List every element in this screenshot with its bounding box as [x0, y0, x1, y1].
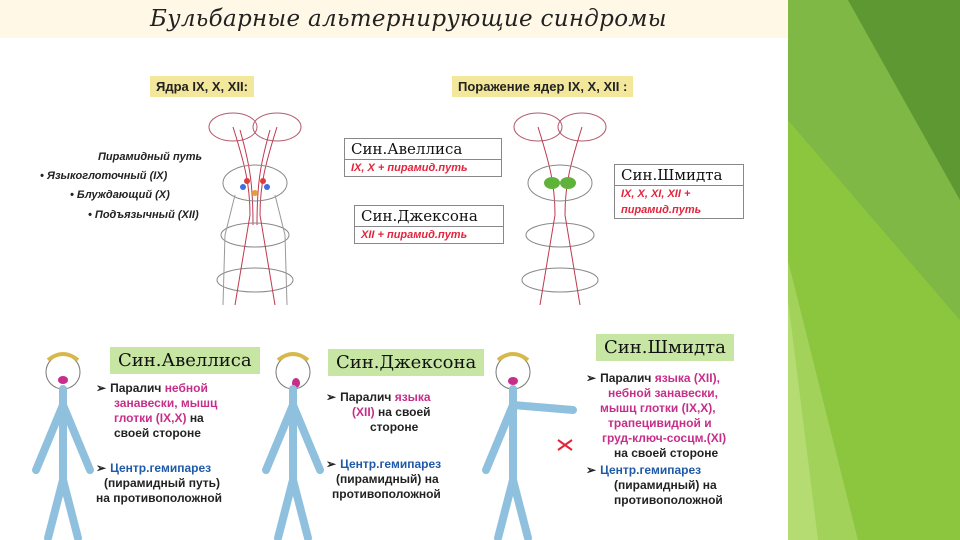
avellis-p2: Центр.гемипарез [110, 461, 211, 475]
card-jackson-name: Син.Джексона [355, 206, 503, 227]
jackson-p2: Центр.гемипарез [340, 457, 441, 471]
page-title: Бульбарные альтернирующие синдромы [150, 6, 667, 32]
jackson-p1c: (XII) [352, 405, 375, 419]
card-jackson: Син.Джексона XII + пирамид.путь [354, 205, 504, 244]
avellis-p1d: глотки (IX,X) [114, 411, 186, 425]
schmidt-text: ➢Паралич языка (XII), небной занавески, … [586, 371, 766, 508]
label-vagus-text: Блуждающий (X) [77, 189, 170, 201]
jackson-p1b: языка [395, 390, 431, 404]
card-avellis-name: Син.Авеллиса [345, 139, 501, 160]
label-pyramid: Пирамидный путь [98, 151, 202, 163]
schmidt-p1e: трапецивидной и [608, 416, 712, 430]
card-schmidt-sub2: пирамид.путь [615, 202, 743, 218]
schmidt-p2: Центр.гемипарез [600, 463, 701, 477]
jackson-p1: Паралич [340, 390, 391, 404]
schmidt-p1c: небной занавески, [608, 386, 718, 400]
label-hypo: • Подъязычный (XII) [88, 209, 199, 221]
avellis-p1c: занавески, мышц [114, 396, 217, 410]
figure-schmidt [478, 350, 588, 540]
avellis-p1: Паралич [110, 381, 161, 395]
jackson-p1d: на своей [378, 405, 431, 419]
avellis-p2b: (пирамидный путь) [104, 476, 220, 490]
card-schmidt: Син.Шмидта IX, X, XI, XII + пирамид.путь [614, 164, 744, 219]
label-vagus: • Блуждающий (X) [70, 189, 170, 201]
jackson-p2c: противоположной [332, 487, 441, 501]
schmidt-p1b: языка (XII), [655, 371, 720, 385]
slide: Бульбарные альтернирующие синдромы Ядра … [0, 0, 788, 540]
figure-avellis [28, 350, 98, 540]
schmidt-p1: Паралич [600, 371, 651, 385]
card-schmidt-name: Син.Шмидта [615, 165, 743, 186]
card-avellis-sub: IX, X + пирамид.путь [345, 160, 501, 176]
label-hypo-text: Подъязычный (XII) [95, 209, 199, 221]
avellis-p1f: своей стороне [114, 426, 201, 440]
label-glosso-text: Языкоглоточный (IX) [47, 170, 167, 182]
brainstem-diagram-left [195, 105, 315, 315]
avellis-p2c: на противоположной [96, 491, 222, 505]
lesion-header: Поражение ядер IX, X, XII : [452, 76, 633, 97]
schmidt-p1f: груд-ключ-сосцм.(XI) [602, 431, 726, 445]
avellis-p1e: на [190, 411, 204, 425]
avellis-text: ➢Паралич небной занавески, мышц глотки (… [96, 381, 256, 506]
decorative-green-strip [788, 0, 960, 540]
brainstem-diagram-right [500, 105, 620, 315]
jackson-p2b: (пирамидный) на [336, 472, 439, 486]
label-glosso: • Языкоглоточный (IX) [40, 170, 167, 182]
bottom-jackson-title: Син.Джексона [328, 349, 484, 376]
schmidt-p2b: (пирамидный) на [614, 478, 717, 492]
schmidt-p1g: на своей стороне [614, 446, 718, 460]
jackson-text: ➢Паралич языка (XII) на своей стороне ➢Ц… [326, 390, 476, 502]
bottom-schmidt-title: Син.Шмидта [596, 334, 734, 361]
card-jackson-sub: XII + пирамид.путь [355, 227, 503, 243]
figure-jackson [258, 350, 328, 540]
schmidt-p2c: противоположной [614, 493, 723, 507]
bottom-avellis-title: Син.Авеллиса [110, 347, 260, 374]
nuclei-header: Ядра IX, X, XII: [150, 76, 254, 97]
avellis-p1b: небной [165, 381, 208, 395]
card-schmidt-sub1: IX, X, XI, XII + [615, 186, 743, 202]
jackson-p1e: стороне [370, 420, 418, 434]
decorative-shapes [788, 0, 960, 540]
schmidt-p1d: мышц глотки (IX,X), [600, 401, 716, 415]
card-avellis: Син.Авеллиса IX, X + пирамид.путь [344, 138, 502, 177]
